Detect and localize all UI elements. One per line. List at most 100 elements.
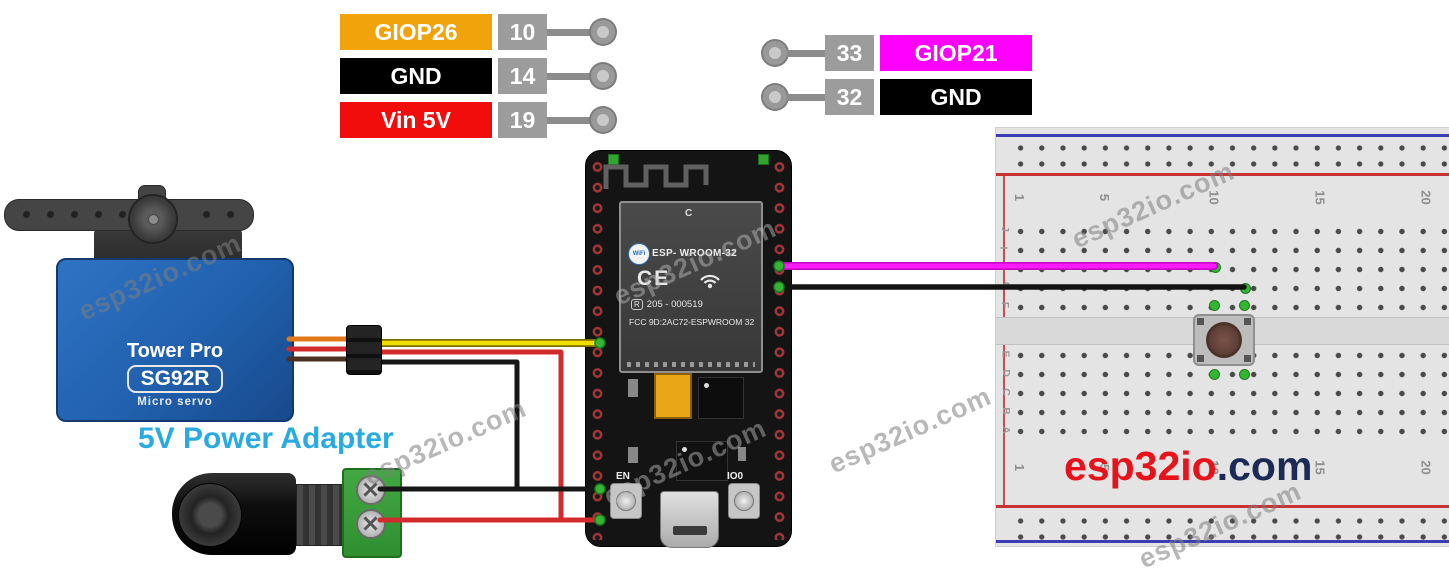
fcc-id-line: FCC 9D:2AC72-ESPWROOM 32 [629, 317, 755, 327]
push-button-pin [1197, 318, 1204, 325]
watermark: esp32io.com [824, 380, 996, 480]
row-letter: I [997, 246, 1010, 250]
wifi-logo-icon: WiFi [628, 243, 650, 265]
pin-number: 33 [825, 35, 874, 71]
servo-body: Tower Pro SG92R Micro servo [56, 258, 294, 422]
column-number: 15 [1312, 190, 1328, 205]
column-number: 20 [1418, 190, 1434, 205]
board-pad [758, 154, 769, 165]
registered-mark: R [631, 299, 643, 310]
green-terminal-dot [1209, 300, 1220, 311]
pin-connector-icon [763, 41, 787, 65]
green-terminal-dot [1210, 262, 1221, 273]
wifi-fan-icon [700, 274, 720, 289]
pin-number: 32 [825, 79, 874, 115]
pin-number: 14 [498, 58, 547, 94]
horn-hole [203, 211, 210, 218]
green-terminal-dot [1239, 300, 1250, 311]
dc-jack-opening [178, 483, 242, 547]
pin-label: Vin 5V [340, 102, 492, 138]
registration-line: R 205 - 000519 [631, 299, 703, 310]
power-adapter-label: 5V Power Adapter [138, 422, 394, 455]
push-button-pin [1244, 355, 1251, 362]
horn-hole [47, 211, 54, 218]
pin-connector-icon [591, 108, 615, 132]
module-name: ESP- WROOM-32 [652, 248, 738, 259]
ic-chip [698, 377, 744, 419]
smd-component [738, 447, 746, 461]
pin-annotation-gnd: GND 14 [340, 58, 615, 94]
terminal-screw-5v [356, 509, 386, 539]
pin-lead-line [787, 93, 825, 101]
esp32-board: C WiFi ESP- WROOM-32 CE R 205 - 000519 F… [585, 150, 792, 548]
column-number: 1 [1012, 463, 1028, 472]
pin-label: GIOP21 [880, 35, 1032, 71]
servo-type-label: Micro servo [137, 396, 213, 408]
servo-cable-connector [346, 325, 382, 375]
horn-hole [119, 211, 126, 218]
smd-component [628, 379, 638, 397]
horn-hole [23, 211, 30, 218]
horn-hole [95, 211, 102, 218]
logo-primary-text: esp32io [1064, 443, 1217, 489]
pin-annotation-gnd-right: 32 GND [763, 79, 1032, 115]
pin-label: GND [880, 79, 1032, 115]
breadboard-bottom-blue-rail-line [996, 540, 1449, 543]
push-button-cap [1206, 322, 1242, 358]
dc-jack-neck [296, 484, 344, 546]
esp32-metal-shield: C WiFi ESP- WROOM-32 CE R 205 - 000519 F… [619, 201, 763, 373]
en-button [610, 483, 642, 519]
column-number: 15 [1312, 460, 1328, 475]
column-number: 20 [1418, 460, 1434, 475]
pin-label: GIOP26 [340, 14, 492, 50]
pin-annotation-vin5v: Vin 5V 19 [340, 102, 615, 138]
antenna-trace-icon [603, 164, 709, 189]
push-button-pin [1197, 355, 1204, 362]
breadboard-bottom-red-rail-line [996, 505, 1449, 508]
logo-secondary-text: .com [1216, 443, 1313, 489]
servo-brand-label: Tower Pro [126, 340, 224, 362]
green-terminal-dot [1209, 369, 1220, 380]
green-terminal-dot [1239, 369, 1250, 380]
breadboard-top-blue-rail-line [996, 134, 1449, 137]
row-letter: E [999, 350, 1012, 358]
ce-mark: CE [637, 267, 671, 290]
pin-annotation-giop26: GIOP26 10 [340, 14, 615, 50]
boot-button-label: IO0 [727, 471, 744, 482]
column-number: 1 [1012, 193, 1028, 202]
pin-lead-line [547, 72, 591, 80]
row-letter: A [999, 426, 1012, 434]
row-letter: B [999, 407, 1012, 415]
serial-number: 205 - 000519 [646, 299, 703, 310]
smd-component-yellow [654, 373, 692, 419]
green-terminal-dot [1240, 283, 1251, 294]
breadboard-bottom-rail-holes [1010, 513, 1448, 545]
en-button-label: EN [616, 471, 630, 482]
pin-number: 19 [498, 102, 547, 138]
pin-annotation-giop21: 33 GIOP21 [763, 35, 1032, 71]
servo-output-shaft [128, 194, 178, 244]
row-letter: C [999, 388, 1012, 396]
pin-connector-icon [591, 20, 615, 44]
smd-component [628, 447, 638, 463]
push-button-pin [1244, 318, 1251, 325]
pin-lead-line [787, 49, 825, 57]
pin-number: 10 [498, 14, 547, 50]
pin-lead-line [547, 116, 591, 124]
boot-button [728, 483, 760, 519]
push-button [1193, 314, 1255, 366]
breadboard-top-rail-holes [1010, 140, 1448, 172]
column-number: 5 [1097, 193, 1113, 202]
shield-castellation [627, 362, 755, 367]
micro-usb-connector [660, 491, 719, 548]
row-letter: D [999, 369, 1012, 377]
usb-uart-chip [676, 441, 728, 481]
esp32io-logo: esp32io.com [1064, 443, 1312, 490]
breadboard-top-red-rail-line [996, 173, 1449, 176]
breadboard: 1 5 10 15 20 J I H G F E D C B A 1 5 10 … [995, 127, 1449, 547]
pin-connector-icon [591, 64, 615, 88]
esp32-right-pin-header [773, 157, 786, 540]
horn-hole [71, 211, 78, 218]
horn-hole [227, 211, 234, 218]
